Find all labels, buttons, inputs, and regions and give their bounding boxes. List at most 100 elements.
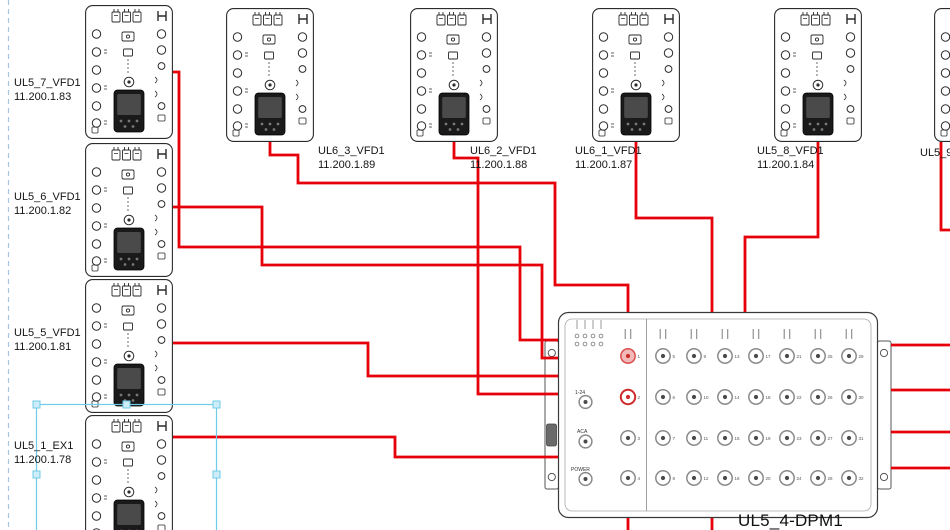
- dpm-port-number: 4: [638, 476, 641, 481]
- power-port-pin: [583, 477, 588, 481]
- wire-ul5-7-to-dpm[interactable]: [173, 70, 558, 342]
- dpm-port-number: 9: [704, 354, 707, 359]
- pin-label-tick: [630, 329, 632, 339]
- device-name: UL5_6_VFD1: [14, 191, 81, 203]
- device-label-ul6-3-vfd1[interactable]: UL6_3_VFD1 11.200.1.89: [318, 144, 385, 172]
- wire-ul5-6-to-dpm[interactable]: [173, 205, 558, 360]
- power-port-label: POWER: [571, 467, 590, 473]
- dpm-port-number: 7: [673, 436, 676, 441]
- pin-label-tick: [814, 329, 816, 339]
- dpm-port-number: 16: [735, 476, 741, 481]
- status-led-cluster: [574, 320, 604, 347]
- device-ip: 11.200.1.89: [318, 159, 376, 171]
- dpm-port-pin: [846, 435, 852, 441]
- pin-label-tick: [789, 329, 791, 339]
- selection-handle-ne[interactable]: [212, 400, 221, 409]
- device-label-ul5-5-vfd1[interactable]: UL5_5_VFD1 11.200.1.81: [14, 326, 81, 354]
- device-ul5-6-vfd1[interactable]: [85, 143, 173, 277]
- dpm-port-pin: [784, 435, 790, 441]
- dpm-port-number: 27: [828, 436, 834, 441]
- pin-label-tick: [696, 329, 698, 339]
- dpm-port-number: 15: [735, 436, 741, 441]
- dpm-port-number: 26: [828, 395, 834, 400]
- selection-handle-nw[interactable]: [32, 400, 41, 409]
- dpm-inner-frame: [564, 318, 872, 512]
- wire-ul5-9-offcanvas[interactable]: [939, 142, 950, 232]
- dpm-port-number: 5: [673, 354, 676, 359]
- dpm-port-pin: [691, 475, 697, 481]
- dpm-port-pin: [846, 475, 852, 481]
- dpm-port-pin: [691, 353, 697, 359]
- dpm-port-number: 32: [859, 476, 865, 481]
- wires: [173, 70, 950, 530]
- dpm-port-number: 23: [797, 436, 803, 441]
- device-label-ul6-1-vfd1[interactable]: UL6_1_VFD1 11.200.1.87: [575, 144, 642, 172]
- dpm-port-number: 21: [797, 354, 803, 359]
- device-ul5-1-ex1[interactable]: [85, 415, 173, 530]
- device-ul6-3-vfd1[interactable]: [226, 8, 314, 142]
- dpm-port-pin: [753, 435, 759, 441]
- dpm-port-number: 29: [859, 354, 865, 359]
- device-ul6-1-vfd1[interactable]: [592, 8, 680, 142]
- dpm-port-pin: [691, 394, 697, 400]
- dpm-aux-ports[interactable]: 1-24 ACA POWER: [571, 390, 593, 487]
- pin-label-tick: [752, 329, 754, 339]
- device-ip: 11.200.1.83: [14, 91, 72, 103]
- dpm-port-pin: [784, 475, 790, 481]
- dpm-port-grid: 1234567891011121314151617181920212223242…: [619, 348, 865, 486]
- wire-ul6-2-to-dpm[interactable]: [452, 142, 558, 396]
- dpm-port-pin: [815, 435, 821, 441]
- dpm-port-pin: [660, 394, 666, 400]
- device-label-ul5-7-vfd1[interactable]: UL5_7_VFD1 11.200.1.83: [14, 76, 81, 104]
- device-name: UL6_1_VFD1: [575, 145, 642, 157]
- device-label-ul5-1-ex1[interactable]: UL5_1_EX1 11.200.1.78: [14, 439, 73, 467]
- wire-ul5-8-to-dpm[interactable]: [743, 142, 820, 312]
- pin-label-tick: [851, 329, 853, 339]
- dpm-port-number: 20: [766, 476, 772, 481]
- device-name: UL6_3_VFD1: [318, 145, 385, 157]
- wire-ul5-5-to-dpm[interactable]: [173, 341, 558, 378]
- device-name: UL5_9_V: [920, 147, 950, 159]
- dpm-port-pin: [625, 435, 631, 441]
- dpm-port-pin: [753, 353, 759, 359]
- dpm-port-number: 14: [735, 395, 741, 400]
- dpm-port-pin: [784, 353, 790, 359]
- selection-handle-n[interactable]: [122, 400, 131, 409]
- selection-handle-w[interactable]: [32, 470, 41, 479]
- dpm-port-number: 11: [704, 436, 709, 441]
- device-ul5-9-vfd1-partial[interactable]: [934, 8, 950, 142]
- device-label-ul5-9-partial[interactable]: UL5_9_V: [920, 146, 950, 160]
- pin-label-tick: [845, 329, 847, 339]
- pin-label-tick: [624, 329, 626, 339]
- dpm-port-pin: [660, 353, 666, 359]
- device-ul5-7-vfd1[interactable]: [85, 5, 173, 139]
- device-ip: 11.200.1.82: [14, 205, 72, 217]
- dpm-port-pin: [625, 475, 631, 481]
- dpm-title[interactable]: UL5_4-DPM1: [738, 511, 843, 530]
- device-ul5-8-vfd1[interactable]: [774, 8, 862, 142]
- dpm-port-number: 24: [797, 476, 803, 481]
- device-label-ul6-2-vfd1[interactable]: UL6_2_VFD1 11.200.1.88: [470, 144, 537, 172]
- selection-handle-e[interactable]: [212, 470, 221, 479]
- pin-label-tick: [727, 329, 729, 339]
- dpm-pin-labels: [624, 329, 853, 339]
- dpm-port-pin: [815, 475, 821, 481]
- wire-ul5-1-to-dpm[interactable]: [173, 435, 558, 459]
- dpm-port-number: 12: [704, 476, 710, 481]
- device-ul5-5-vfd1[interactable]: [85, 279, 173, 413]
- device-label-ul5-6-vfd1[interactable]: UL5_6_VFD1 11.200.1.82: [14, 190, 81, 218]
- aux-port-1-pin: [583, 400, 588, 404]
- device-name: UL5_5_VFD1: [14, 327, 81, 339]
- dpm-port-pin: [722, 475, 728, 481]
- dpm-port-number: 30: [859, 395, 865, 400]
- device-ul5-4-dpm1[interactable]: 1-24 ACA POWER 1234567891011121314151617…: [544, 311, 892, 519]
- wire-ul6-3-to-dpm[interactable]: [268, 142, 630, 312]
- dpm-port-pin: [691, 435, 697, 441]
- device-name: UL5_1_EX1: [14, 440, 74, 452]
- pin-label-tick: [820, 329, 822, 339]
- device-ul6-2-vfd1[interactable]: [410, 8, 498, 142]
- device-label-ul5-8-vfd1[interactable]: UL5_8_VFD1 11.200.1.84: [757, 144, 824, 172]
- wire-ul6-1-to-dpm[interactable]: [634, 142, 714, 312]
